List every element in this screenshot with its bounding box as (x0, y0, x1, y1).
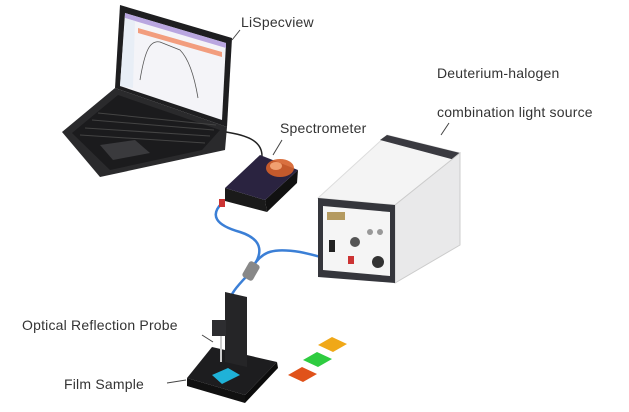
spectrum-curve (139, 41, 199, 99)
laptop (62, 5, 232, 177)
spectrometer-connector (219, 199, 225, 207)
filter-orange (318, 337, 347, 352)
usb-cable (225, 131, 263, 157)
film-sample (212, 368, 240, 384)
spectrometer (225, 155, 298, 212)
light-source (316, 134, 462, 284)
filter-red (288, 367, 317, 382)
label-probe: Optical Reflection Probe (22, 317, 178, 333)
fiber-to-spectrometer (214, 202, 261, 269)
fiber-coupler (242, 261, 260, 281)
probe-stand (187, 292, 278, 403)
leader-lines (166, 29, 450, 384)
label-film-sample: Film Sample (64, 376, 144, 392)
label-lispecview: LiSpecview (241, 14, 314, 30)
filter-green (303, 352, 332, 367)
label-light-source-line1: Deuterium-halogen (437, 65, 560, 81)
label-spectrometer: Spectrometer (280, 120, 367, 136)
label-light-source-line2: combination light source (437, 104, 593, 120)
